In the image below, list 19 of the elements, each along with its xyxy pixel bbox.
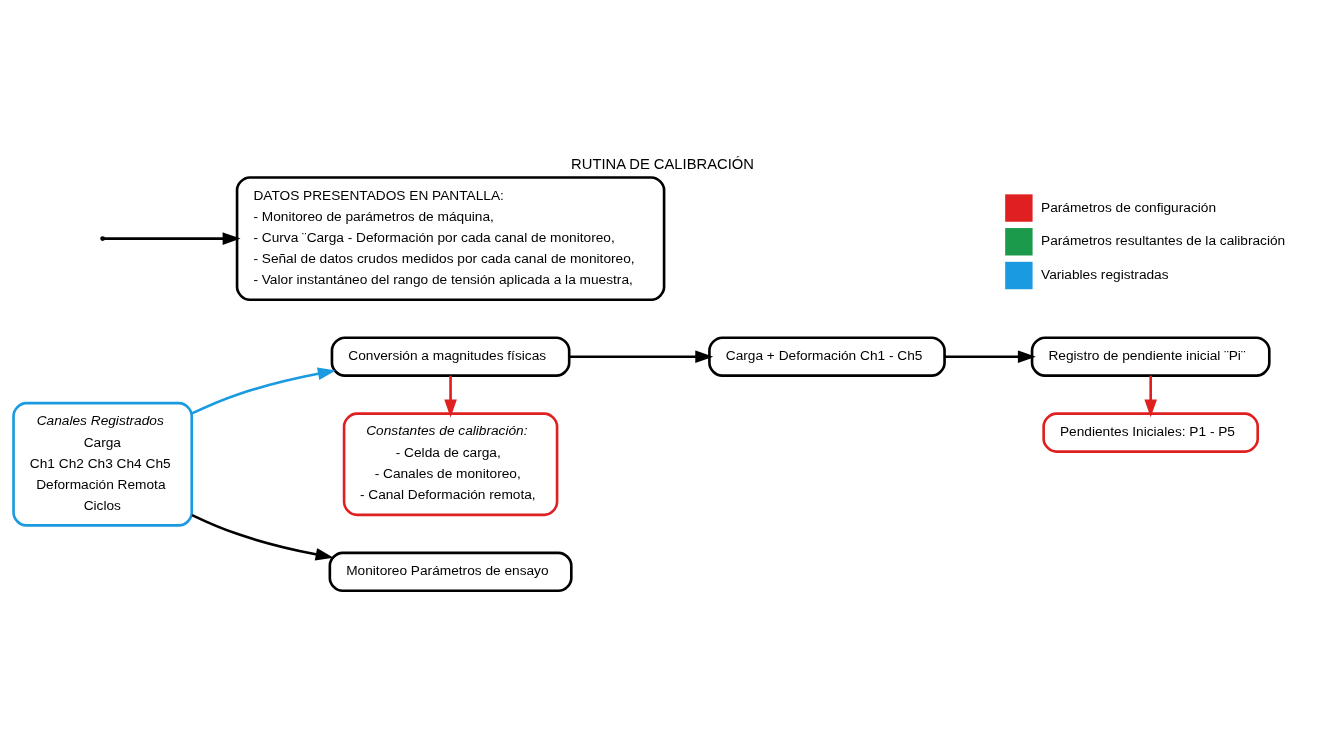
- legend-label: Parámetros resultantes de la calibración: [1041, 233, 1286, 249]
- legend-label: Parámetros de configuración: [1041, 199, 1217, 215]
- node-box: Constantes de calibración: - Celda de carga, - Canales de monitoreo, - Canal Deformación remota,: [342, 412, 559, 517]
- node-box: DATOS PRESENTADOS EN PANTALLA: - Monitoreo de parámetros de máquina, - Curva ¨Carga - Deformación por cada canal de monitoreo, - Señal de datos crudos medidos por cada canal de monitoreo, - Valor instantáneo del rango de tensión aplicada a la muestra,: [235, 176, 666, 302]
- node-box: Canales Registrados Carga Ch1 Ch2 Ch3 Ch4 Ch5 Deformación Remota Ciclos: [12, 401, 194, 527]
- arrow: [191, 367, 336, 415]
- arrow: [1144, 375, 1157, 418]
- node-box: Carga + Deformación Ch1 - Ch5: [708, 336, 946, 377]
- arrow: [191, 513, 334, 561]
- arrow: [944, 350, 1036, 363]
- node-box: Pendientes Iniciales: P1 - P5: [1042, 412, 1259, 453]
- arrow: [444, 375, 457, 418]
- node-box: Monitoreo Parámetros de ensayo: [328, 551, 573, 593]
- legend-label: Variables registradas: [1041, 267, 1169, 283]
- node-box: Registro de pendiente inicial ¨Pi¨: [1030, 336, 1271, 377]
- arrow: [569, 350, 714, 363]
- node-box: Conversión a magnitudes físicas: [330, 336, 571, 377]
- arrow: [103, 232, 241, 245]
- diagram-title: RUTINA DE CALIBRACIÓN: [571, 156, 754, 173]
